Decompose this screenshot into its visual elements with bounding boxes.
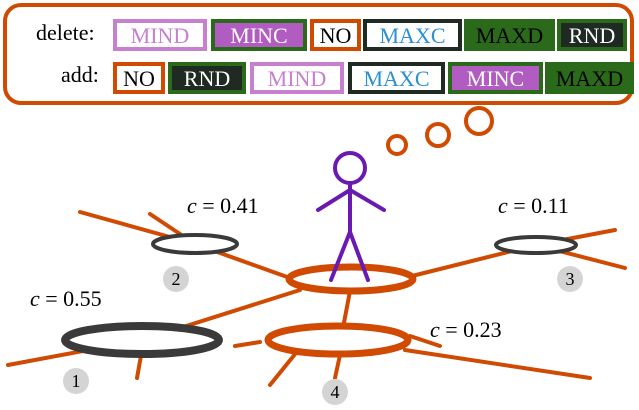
stick-figure (316, 151, 386, 282)
delete-strategy-list: MIND MINC NO MAXC MAXD RND (113, 19, 627, 51)
node-3-centrality-label: c = 0.11 (498, 193, 569, 218)
add-tag-mind: MIND (250, 62, 344, 94)
add-tag-no: NO (113, 62, 165, 94)
add-strategy-list: NO RND MIND MAXC MINC MAXD (113, 62, 634, 94)
node-1-badge: 1 (63, 368, 89, 394)
add-tag-minc: MINC (448, 62, 543, 94)
delete-row-label: delete: (36, 20, 95, 45)
tag-box (113, 19, 207, 51)
tag-box (348, 62, 445, 94)
tag-box (113, 62, 165, 94)
delete-tag-maxc: MAXC (363, 19, 462, 51)
tag-box (168, 62, 246, 94)
tag-box (363, 19, 462, 51)
tag-label: MINC (230, 23, 287, 48)
node-1-centrality-label: c = 0.55 (30, 286, 102, 311)
node-2-number: 2 (172, 269, 181, 289)
tag-label: MAXC (363, 66, 429, 91)
node-2-centrality-label: c = 0.41 (187, 193, 259, 218)
tag-box (464, 19, 555, 51)
tag-label: RND (569, 23, 615, 48)
tag-label: RND (184, 66, 230, 91)
tag-label: MINC (467, 66, 524, 91)
thought-bubble-dot-medium (425, 122, 451, 148)
delete-tag-minc: MINC (211, 19, 307, 51)
stick-figure-leg-left (329, 230, 352, 282)
node-4-badge: 4 (322, 379, 348, 405)
add-tag-rnd: RND (168, 62, 246, 94)
tag-label: MAXC (379, 23, 445, 48)
stick-figure-head (333, 151, 367, 185)
tag-box (545, 62, 634, 94)
center-node (285, 263, 417, 295)
add-tag-maxc: MAXC (348, 62, 445, 94)
node-1-number: 1 (72, 371, 81, 391)
thought-bubble-dot-large (464, 106, 494, 136)
tag-box (211, 19, 307, 51)
tag-box (310, 19, 361, 51)
node-3-badge: 3 (557, 266, 583, 292)
stick-figure-arm-left (316, 188, 352, 212)
tag-label: MAXD (476, 23, 543, 48)
stick-figure-arm-right (348, 188, 386, 212)
tag-box (250, 62, 344, 94)
delete-tag-maxd: MAXD (464, 19, 555, 51)
tag-label: NO (320, 23, 352, 48)
edge-center-node4 (341, 289, 352, 330)
delete-tag-mind: MIND (113, 19, 207, 51)
tag-label: MIND (131, 23, 190, 48)
node-4 (264, 322, 412, 358)
node-2 (151, 233, 239, 255)
stick-figure-leg-right (348, 230, 370, 282)
node-1 (61, 322, 223, 358)
node-4-centrality-label: c = 0.23 (430, 317, 502, 342)
thought-bubble-dot-small (386, 134, 408, 156)
node-3-number: 3 (566, 269, 575, 289)
edge-node4-right-up (408, 334, 442, 348)
node-3 (494, 235, 578, 255)
edge-node4-left-out (233, 340, 262, 348)
tag-box (557, 19, 627, 51)
delete-tag-rnd: RND (557, 19, 627, 51)
add-tag-maxd: MAXD (545, 62, 634, 94)
node-2-badge: 2 (163, 266, 189, 292)
node-4-number: 4 (331, 382, 340, 402)
add-row-label: add: (61, 62, 99, 87)
edge-node4-right-out (403, 348, 592, 380)
delete-tag-no: NO (310, 19, 361, 51)
tag-box (448, 62, 543, 94)
tag-label: MIND (268, 66, 327, 91)
tag-label: NO (123, 66, 155, 91)
edge-node4-down (333, 353, 342, 380)
tag-label: MAXD (556, 66, 623, 91)
